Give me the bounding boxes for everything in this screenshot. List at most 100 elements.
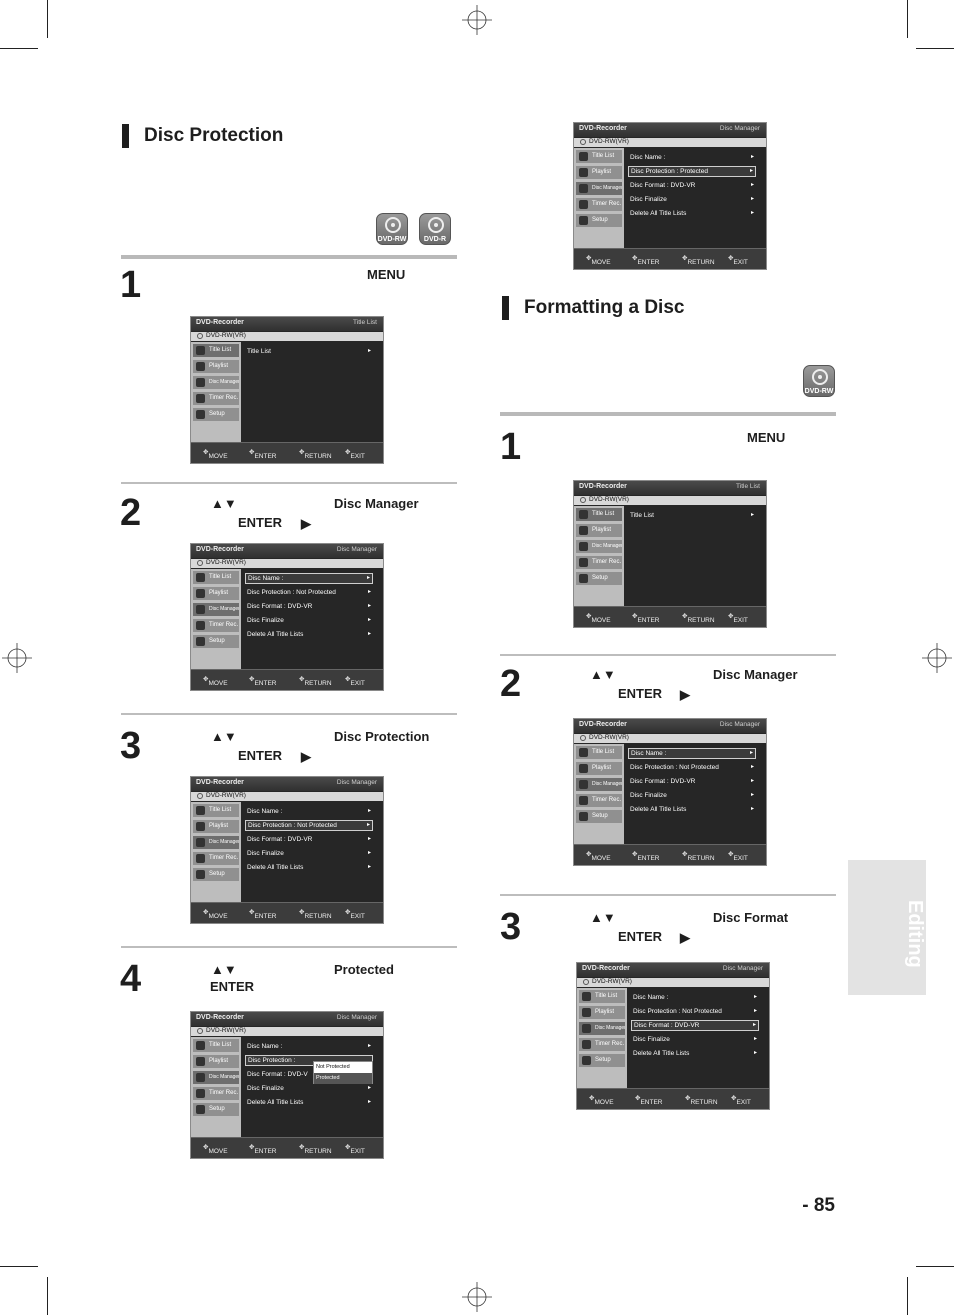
osd-option[interactable]: Disc Format : DVD-VR▸	[247, 603, 371, 610]
osd-option[interactable]: Disc Name :▸	[247, 808, 371, 815]
osd-menu-item[interactable]: Timer Rec.	[193, 619, 239, 632]
osd-option[interactable]: Disc Finalize▸	[630, 792, 754, 799]
osd-option[interactable]: Disc Finalize▸	[633, 1036, 757, 1043]
osd-option[interactable]: Disc Finalize▸	[247, 617, 371, 624]
osd-option[interactable]: Disc Finalize▸	[247, 850, 371, 857]
osd-menu-item[interactable]: Timer Rec.	[576, 556, 622, 569]
osd-option[interactable]: Disc Name :▸	[245, 573, 373, 584]
arrow-right-icon: ▸	[367, 603, 371, 609]
osd-menu-item[interactable]: Disc Manager	[193, 836, 239, 849]
osd-menu-item[interactable]: Playlist	[193, 587, 239, 600]
osd-menu-item[interactable]: Setup	[576, 214, 622, 227]
osd-option[interactable]: Disc Format : DVD-VR▸	[631, 1020, 759, 1031]
osd-option[interactable]: Disc Format : DVD-VR▸	[247, 836, 371, 843]
osd-menu-item[interactable]: Title List	[193, 344, 239, 357]
osd-option[interactable]: Delete All Title Lists▸	[633, 1050, 757, 1057]
osd-menu-item[interactable]: Timer Rec.	[193, 1087, 239, 1100]
osd-option[interactable]: Delete All Title Lists▸	[247, 864, 371, 871]
menu-icon	[579, 526, 588, 535]
step-number: 2	[120, 492, 142, 534]
osd-option[interactable]: Disc Protection : Not Protected▸	[247, 589, 371, 596]
osd-option[interactable]: Delete All Title Lists▸	[247, 1099, 371, 1106]
osd-menu-item[interactable]: Timer Rec.	[576, 198, 622, 211]
osd-menu-item[interactable]: Title List	[193, 571, 239, 584]
osd-menu-item[interactable]: Disc Manager	[576, 182, 622, 195]
osd-menu-item[interactable]: Timer Rec.	[193, 852, 239, 865]
osd-menu-item[interactable]: Playlist	[193, 820, 239, 833]
osd-option[interactable]: Disc Format : DVD-VR▸	[630, 182, 754, 189]
menu-icon	[196, 838, 205, 847]
osd-option[interactable]: Disc Name :▸	[630, 154, 754, 161]
footer-hint: ✥ ENTER	[632, 613, 660, 624]
menu-icon	[579, 780, 588, 789]
menu-icon	[196, 362, 205, 371]
menu-icon	[579, 510, 588, 519]
osd-menu-item[interactable]: Timer Rec.	[579, 1038, 625, 1051]
osd-option[interactable]: Disc Name :▸	[628, 748, 756, 759]
step-divider	[121, 713, 457, 715]
osd-menu-item[interactable]: Title List	[193, 804, 239, 817]
osd-menu-item[interactable]: Disc Manager	[193, 603, 239, 616]
footer-hint: ✥ EXIT	[345, 676, 365, 687]
osd-menu-item[interactable]: Title List	[579, 990, 625, 1003]
key-label: Disc Format	[713, 910, 789, 925]
osd-menu-item[interactable]: Disc Manager	[576, 778, 622, 791]
osd-menu-item[interactable]: Setup	[193, 408, 239, 421]
footer-hint: ✥ RETURN	[682, 613, 715, 624]
osd-menu-item[interactable]: Playlist	[193, 360, 239, 373]
osd-option[interactable]: Title List▸	[630, 512, 754, 519]
osd-option[interactable]: Disc Protection : Not Protected▸	[630, 764, 754, 771]
osd-menu-item[interactable]: Disc Manager	[576, 540, 622, 553]
osd-option[interactable]: Delete All Title Lists▸	[630, 806, 754, 813]
osd-option[interactable]: Disc Format : DVD-VR▸	[630, 778, 754, 785]
osd-option[interactable]: Delete All Title Lists▸	[247, 631, 371, 638]
osd-menu-item[interactable]: Disc Manager	[193, 376, 239, 389]
osd-menu-item[interactable]: Setup	[193, 868, 239, 881]
osd-option[interactable]: Disc Name :▸	[247, 1043, 371, 1050]
arrow-right-icon: ▸	[750, 806, 754, 812]
osd-menu-item[interactable]: Playlist	[579, 1006, 625, 1019]
osd-option[interactable]: Disc Finalize▸	[630, 196, 754, 203]
menu-icon	[579, 152, 588, 161]
osd-menu-item[interactable]: Playlist	[576, 524, 622, 537]
osd-menu-item[interactable]: Title List	[576, 150, 622, 163]
osd-menu-item[interactable]: Playlist	[576, 166, 622, 179]
osd-option[interactable]: Disc Protection : Not Protected▸	[633, 1008, 757, 1015]
osd-menu-item[interactable]: Setup	[193, 1103, 239, 1116]
osd-disc-type: DVD-RW(VR)	[206, 792, 246, 799]
menu-icon	[196, 589, 205, 598]
osd-menu-item[interactable]: Title List	[193, 1039, 239, 1052]
footer-hint: ✥ RETURN	[685, 1095, 718, 1106]
osd-option[interactable]: Disc Name :▸	[633, 994, 757, 1001]
osd-menu-item[interactable]: Title List	[576, 746, 622, 759]
osd-menu-item[interactable]: Setup	[576, 810, 622, 823]
osd-menu-item[interactable]: Setup	[193, 635, 239, 648]
osd-option[interactable]: Delete All Title Lists▸	[630, 210, 754, 217]
osd-menu-item[interactable]: Timer Rec.	[193, 392, 239, 405]
osd-option[interactable]: Title List▸	[247, 348, 371, 355]
osd-menu-item[interactable]: Title List	[576, 508, 622, 521]
osd-menu-item[interactable]: Playlist	[576, 762, 622, 775]
arrow-right-icon: ▸	[367, 808, 371, 814]
osd-menu-item[interactable]: Playlist	[193, 1055, 239, 1068]
osd-option[interactable]: Disc Protection :	[245, 1055, 373, 1066]
key-label: ENTER	[210, 979, 255, 994]
osd-option[interactable]: Disc Protection : Not Protected▸	[245, 820, 373, 831]
osd-footer: ✥ MOVE✥ ENTER✥ RETURN✥ EXIT	[574, 606, 766, 627]
popup-option[interactable]: Protected	[314, 1073, 372, 1084]
popup-option[interactable]: Not Protected	[316, 1064, 350, 1070]
osd-option[interactable]: Disc Finalize▸	[247, 1085, 371, 1092]
osd-menu-item[interactable]: Disc Manager	[579, 1022, 625, 1035]
osd-menu-item[interactable]: Setup	[576, 572, 622, 585]
osd-option[interactable]: Disc Protection : Protected▸	[628, 166, 756, 177]
osd-menu-item[interactable]: Timer Rec.	[576, 794, 622, 807]
osd-menu-item[interactable]: Disc Manager	[193, 1071, 239, 1084]
key-label: ENTER	[238, 515, 283, 530]
osd-menu-item[interactable]: Setup	[579, 1054, 625, 1067]
